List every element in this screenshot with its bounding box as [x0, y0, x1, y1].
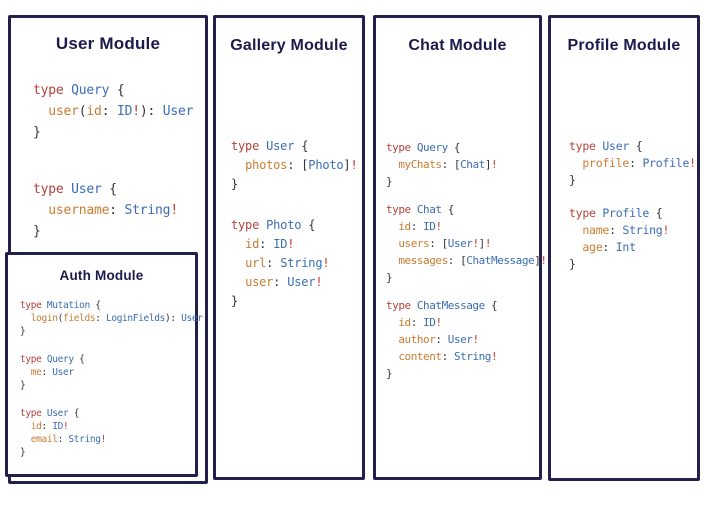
code-block-profile: type User { profile: Profile! } type Prof…: [569, 138, 697, 289]
module-card-chat: Chat Module type Query { myChats: [Chat]…: [373, 15, 547, 480]
module-card-gallery: Gallery Module type User { photos: [Phot…: [213, 15, 365, 480]
code-stanza: type Photo { id: ID! url: String! user: …: [231, 218, 330, 308]
module-title-profile: Profile Module: [567, 37, 681, 54]
module-title-gallery: Gallery Module: [230, 37, 348, 54]
code-stanza: type Mutation { login(fields: LoginField…: [20, 300, 203, 337]
code-stanza: type User { profile: Profile! }: [569, 139, 696, 187]
code-stanza: type User { id: ID! email: String! }: [20, 408, 106, 458]
code-stanza: type User { username: String! }: [33, 182, 178, 239]
code-block-chat: type Query { myChats: [Chat]! } type Chat…: [386, 139, 547, 393]
module-title-auth: Auth Module: [59, 268, 144, 283]
code-stanza: type ChatMessage { id: ID! author: User!…: [386, 299, 498, 380]
module-title-chat: Chat Module: [408, 37, 507, 54]
code-stanza: type Query { myChats: [Chat]! }: [386, 141, 498, 188]
code-stanza: type User { photos: [Photo]! }: [231, 139, 358, 191]
code-block-gallery: type User { photos: [Photo]! } type Photo…: [231, 137, 362, 333]
code-stanza: type Chat { id: ID! users: [User!]! mess…: [386, 203, 547, 284]
module-card-auth: Auth Module type Mutation { login(fields…: [5, 252, 203, 477]
code-stanza: type Query { user(id: ID!): User }: [33, 83, 194, 140]
module-card-profile: Profile Module type User { profile: Prof…: [548, 15, 700, 481]
module-title-user: User Module: [55, 34, 161, 53]
code-stanza: type Profile { name: String! age: Int }: [569, 206, 670, 271]
code-block-user: type Query { user(id: ID!): User } type U…: [33, 80, 205, 278]
code-stanza: type Query { me: User }: [20, 354, 85, 391]
code-block-auth: type Mutation { login(fields: LoginField…: [20, 299, 203, 474]
